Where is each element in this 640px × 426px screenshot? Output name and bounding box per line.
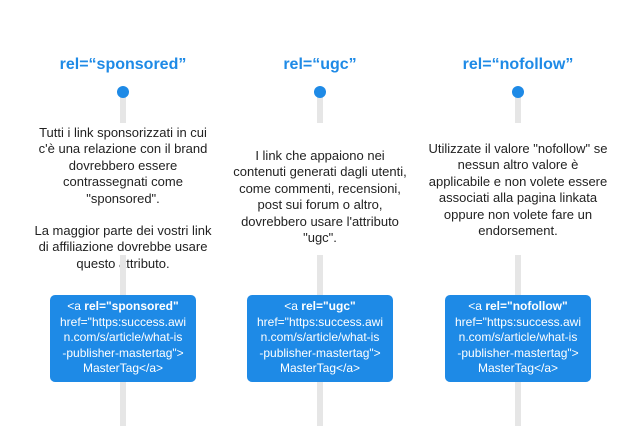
- code-line: n.com/s/article/what-is: [260, 330, 380, 345]
- column-description: I link che appaiono nei contenuti genera…: [230, 148, 410, 246]
- code-line: href="https:success.awi: [60, 314, 186, 329]
- column-title: rel=“ugc”: [283, 56, 357, 73]
- description-paragraph: Tutti i link sponsorizzati in cui c'è un…: [38, 125, 208, 206]
- code-line: n.com/s/article/what-is: [63, 330, 183, 345]
- code-line-open: <a rel="sponsored": [50, 299, 196, 315]
- column-ugc: rel=“ugc” I link che appaiono nei conten…: [230, 0, 410, 426]
- connector-line: [515, 255, 521, 295]
- code-line: href="https:success.awi: [257, 314, 383, 329]
- column-nofollow: rel=“nofollow” Utilizzate il valore "nof…: [428, 0, 608, 426]
- code-line: -publisher-mastertag">: [62, 345, 184, 360]
- code-line-open: <a rel="nofollow": [445, 299, 591, 315]
- description-paragraph: La maggior parte dei vostri link di affi…: [34, 223, 212, 271]
- code-rel-attribute: rel="ugc": [301, 299, 356, 313]
- code-line: n.com/s/article/what-is: [458, 330, 578, 345]
- timeline-dot: [314, 86, 326, 98]
- connector-line: [317, 255, 323, 295]
- column-description: Tutti i link sponsorizzati in cui c'è un…: [33, 125, 213, 272]
- timeline-dot: [117, 86, 129, 98]
- code-tag-open: <a: [468, 299, 486, 313]
- code-tag-open: <a: [284, 299, 302, 313]
- code-line: -publisher-mastertag">: [457, 345, 579, 360]
- code-box: <a rel="ugc" href="https:success.awi n.c…: [247, 295, 393, 382]
- code-line: MasterTag</a>: [477, 361, 559, 376]
- column-title: rel=“sponsored”: [59, 56, 187, 73]
- connector-line: [317, 95, 323, 123]
- code-line: -publisher-mastertag">: [259, 345, 381, 360]
- code-line: href="https:success.awi: [455, 314, 581, 329]
- code-rel-attribute: rel="sponsored": [84, 299, 179, 313]
- code-box: <a rel="sponsored" href="https:success.a…: [50, 295, 196, 382]
- connector-line: [120, 255, 126, 295]
- connector-line: [120, 95, 126, 123]
- connector-line: [515, 95, 521, 123]
- code-line: MasterTag</a>: [82, 361, 164, 376]
- column-title: rel=“nofollow”: [462, 56, 574, 73]
- connector-line: [317, 382, 323, 426]
- timeline-dot: [512, 86, 524, 98]
- description-paragraph: I link che appaiono nei contenuti genera…: [233, 148, 407, 246]
- connector-line: [515, 382, 521, 426]
- code-line: MasterTag</a>: [279, 361, 361, 376]
- code-tag-open: <a: [67, 299, 85, 313]
- column-description: Utilizzate il valore "nofollow" se nessu…: [428, 141, 608, 239]
- connector-line: [120, 382, 126, 426]
- code-rel-attribute: rel="nofollow": [485, 299, 568, 313]
- code-line-open: <a rel="ugc": [247, 299, 393, 315]
- column-sponsored: rel=“sponsored” Tutti i link sponsorizza…: [33, 0, 213, 426]
- description-paragraph: Utilizzate il valore "nofollow" se nessu…: [428, 141, 608, 239]
- code-box: <a rel="nofollow" href="https:success.aw…: [445, 295, 591, 382]
